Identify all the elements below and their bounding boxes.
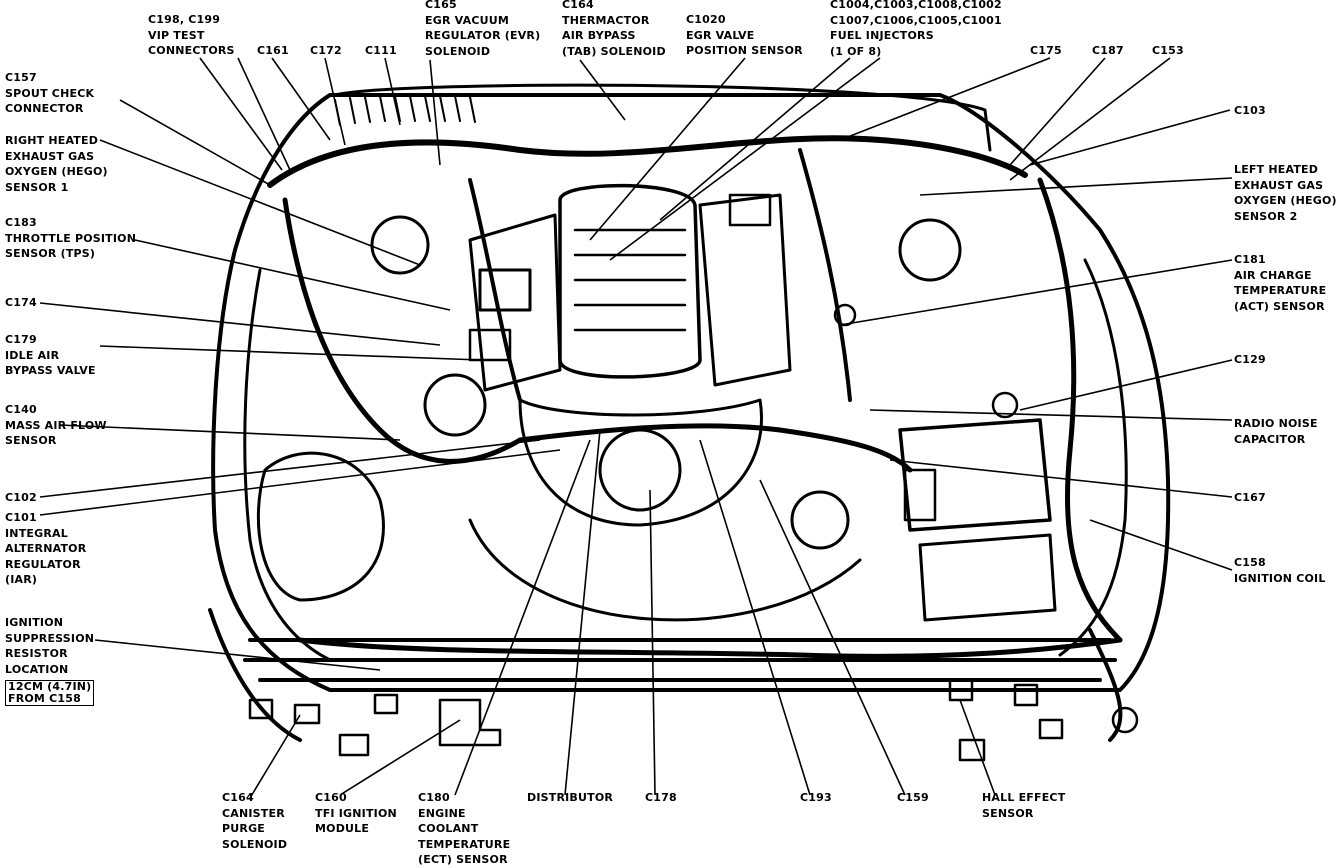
label-c164-canister-purge: C164 CANISTER PURGE SOLENOID — [222, 791, 288, 851]
harness-center — [517, 423, 913, 473]
harness-bottom-right — [1088, 628, 1123, 742]
harness-right-run — [1037, 177, 1123, 643]
connector-block — [948, 678, 974, 702]
label-hall-effect-sensor: HALL EFFECT SENSOR — [982, 791, 1066, 820]
intake-manifold — [558, 183, 702, 379]
label-c153: C153 — [1152, 44, 1184, 57]
label-c172: C172 — [310, 44, 342, 57]
valve-cover-left — [468, 213, 562, 392]
connector-block — [338, 733, 370, 757]
connector-block — [293, 703, 321, 725]
connector-block — [1013, 683, 1039, 707]
radio-capacitor — [991, 391, 1019, 419]
fender-right — [1058, 258, 1128, 657]
cowl — [333, 83, 992, 152]
battery — [898, 418, 1052, 532]
label-c103: C103 — [1234, 104, 1266, 117]
fender-left — [243, 268, 332, 662]
label-c183-throttle-position: C183 THROTTLE POSITION SENSOR (TPS) — [5, 216, 137, 260]
connector-block — [1038, 718, 1064, 740]
hall-sensor-body — [1111, 706, 1139, 734]
alternator-body — [423, 373, 487, 437]
label-ignition-suppression-resistor: IGNITION SUPPRESSION RESISTOR LOCATION — [5, 616, 95, 676]
connector-block — [248, 698, 274, 720]
compartment-outline — [211, 93, 1171, 692]
harness-injector-left — [468, 178, 522, 402]
harness-injector-right — [798, 148, 852, 402]
throttle-body — [478, 268, 532, 312]
label-c157-spout-check: C157 SPOUT CHECK CONNECTOR — [5, 71, 95, 115]
idle-air-valve — [468, 328, 512, 362]
label-c129: C129 — [1234, 353, 1266, 366]
valve-cover-right — [698, 193, 792, 387]
label-c180-engine-coolant-temperature: C180 ENGINE COOLANT TEMPERATURE (ECT) SE… — [418, 791, 511, 866]
label-left-hego-sensor: LEFT HEATED EXHAUST GAS OXYGEN (HEGO) SE… — [1234, 163, 1337, 223]
cowl-vent — [334, 95, 476, 126]
label-c1020-egr-valve-position: C1020 EGR VALVE POSITION SENSOR — [686, 13, 803, 57]
egr-valve — [728, 193, 772, 227]
harness-main-top — [267, 135, 1028, 188]
label-c111: C111 — [365, 44, 397, 57]
label-c101-alternator-regulator: C101 INTEGRAL ALTERNATOR REGULATOR (IAR) — [5, 511, 87, 586]
intake-ribs — [573, 228, 687, 332]
label-c187: C187 — [1092, 44, 1124, 57]
label-c159: C159 — [897, 791, 929, 804]
label-distributor: DISTRIBUTOR — [527, 791, 614, 804]
act-sensor — [833, 303, 857, 327]
label-c181-air-charge-temperature: C181 AIR CHARGE TEMPERATURE (ACT) SENSOR — [1234, 253, 1327, 313]
label-c174: C174 — [5, 296, 37, 309]
label-c198-c199-vip-test-connectors: C198, C199 VIP TEST CONNECTORS — [148, 13, 235, 57]
front-cover — [518, 398, 763, 527]
harness-bottom-left — [208, 608, 302, 742]
connector-block — [373, 693, 399, 715]
label-c161: C161 — [257, 44, 289, 57]
label-c178: C178 — [645, 791, 677, 804]
tfi-module — [438, 698, 502, 747]
label-fuel-injectors: C1004,C1003,C1008,C1002 C1007,C1006,C100… — [830, 0, 1002, 58]
label-radio-noise-capacitor: RADIO NOISE CAPACITOR — [1234, 417, 1318, 446]
left-strut — [370, 215, 430, 275]
label-c193: C193 — [800, 791, 832, 804]
label-c165-egr-vacuum-regulator: C165 EGR VACUUM REGULATOR (EVR) SOLENOID — [425, 0, 541, 58]
label-c160-tfi-ignition-module: C160 TFI IGNITION MODULE — [315, 791, 397, 835]
label-c175: C175 — [1030, 44, 1062, 57]
ignition-coil — [903, 468, 937, 522]
connector-block — [958, 738, 986, 762]
air-cleaner — [256, 451, 385, 602]
label-c140-mass-air-flow: C140 MASS AIR FLOW SENSOR — [5, 403, 107, 447]
crank-pulley — [598, 428, 682, 512]
label-c164-thermactor-air-bypass: C164 THERMACTOR AIR BYPASS (TAB) SOLENOI… — [562, 0, 666, 58]
label-c102: C102 — [5, 491, 37, 504]
right-strut — [898, 218, 962, 282]
label-c167: C167 — [1234, 491, 1266, 504]
label-right-hego-sensor: RIGHT HEATED EXHAUST GAS OXYGEN (HEGO) S… — [5, 134, 108, 194]
idler-pulley — [790, 490, 850, 550]
harness-front — [297, 637, 1123, 659]
label-c158-ignition-coil: C158 IGNITION COIL — [1234, 556, 1326, 585]
label-c179-idle-air-bypass: C179 IDLE AIR BYPASS VALVE — [5, 333, 96, 377]
battery-cells — [918, 533, 1057, 622]
leader-lines — [39, 57, 1233, 799]
label-resistor-distance-box: 12CM (4.7IN) FROM C158 — [5, 680, 95, 706]
